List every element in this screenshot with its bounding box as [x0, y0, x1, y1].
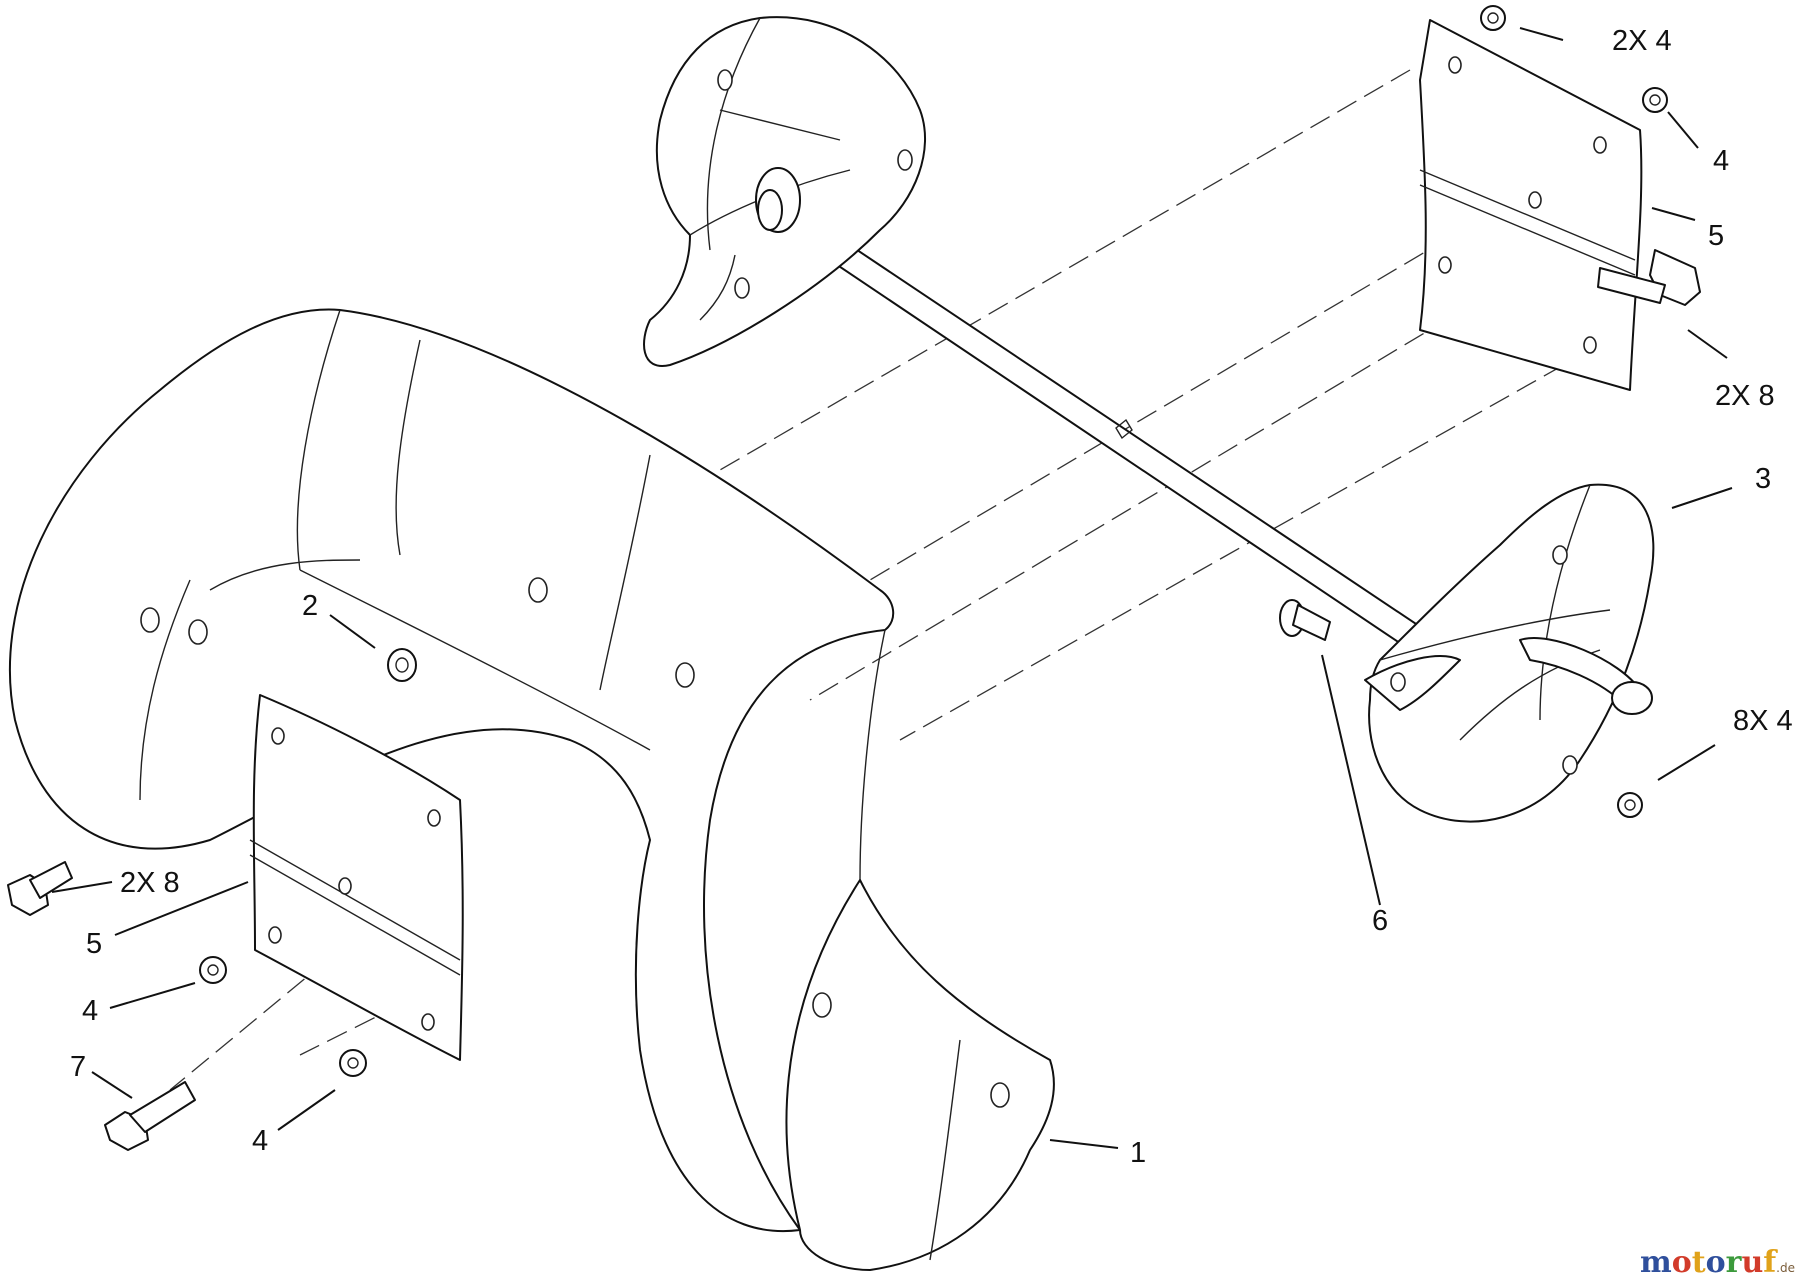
wm-letter: o [1672, 1245, 1692, 1280]
callout-2x8-left: 2X 8 [120, 867, 180, 899]
callout-5-top: 5 [1708, 220, 1724, 252]
wm-letter: u [1741, 1245, 1763, 1280]
callout-2: 2 [302, 590, 318, 622]
nut-icon [199, 956, 227, 984]
spacer-icon [387, 648, 417, 682]
wm-letter: f [1763, 1245, 1778, 1280]
callout-6: 6 [1372, 905, 1388, 937]
callout-4-bottom: 4 [252, 1125, 268, 1157]
rear-auger-flight [643, 16, 926, 367]
watermark-logo: motoruf.de [1640, 1245, 1795, 1280]
leader-lines [51, 27, 1733, 1149]
nut-icon [1617, 792, 1643, 818]
callout-5-bottom: 5 [86, 928, 102, 960]
callout-2x8-right: 2X 8 [1715, 380, 1775, 412]
front-auger-flight [8, 308, 1055, 1271]
wm-letter: t [1692, 1245, 1706, 1280]
nut-icon [1642, 87, 1668, 113]
wm-letter: o [1706, 1245, 1726, 1280]
callout-8x4: 8X 4 [1733, 705, 1793, 737]
paddle-top-right [1419, 19, 1643, 391]
nut-icon [1480, 5, 1506, 31]
callout-7: 7 [70, 1051, 86, 1083]
callouts: 2X 4 4 5 2X 8 3 8X 4 6 1 2 2X 8 5 4 7 4 [70, 25, 1793, 1169]
callout-1: 1 [1130, 1137, 1146, 1169]
callout-4-top: 4 [1713, 145, 1729, 177]
hardware-top-right [1480, 5, 1701, 306]
callout-3: 3 [1755, 463, 1771, 495]
wm-letter: r [1726, 1245, 1743, 1280]
wm-suffix: .de [1776, 1261, 1795, 1275]
callout-2x4: 2X 4 [1612, 25, 1672, 57]
wm-letter: m [1640, 1245, 1672, 1280]
right-auger-flight [1279, 483, 1655, 823]
nut-icon [339, 1049, 367, 1077]
paddle-bottom-left [249, 694, 464, 1061]
hardware-bottom-left [7, 648, 417, 1151]
watermark-text: motoruf.de [1640, 1245, 1795, 1280]
callout-4-left: 4 [82, 995, 98, 1027]
